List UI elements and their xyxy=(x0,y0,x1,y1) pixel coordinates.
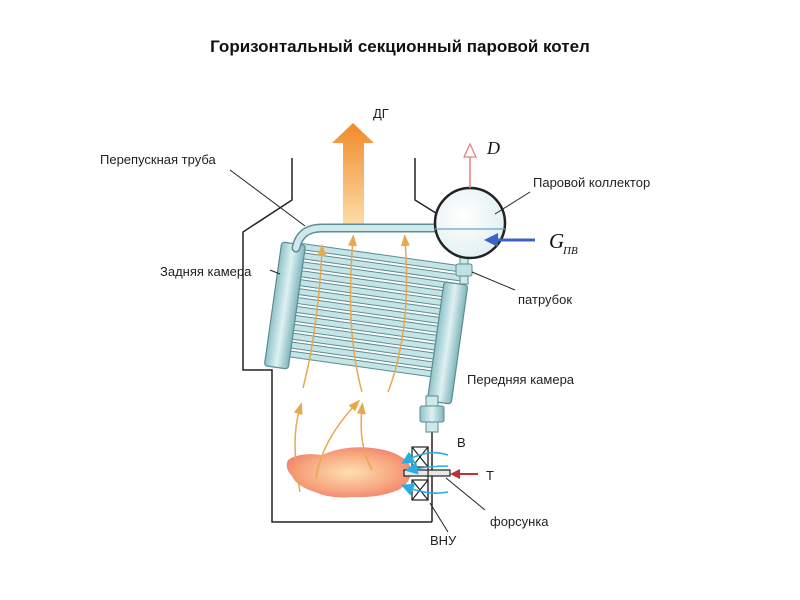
nozzle-pipe-label: патрубок xyxy=(518,292,572,307)
feedwater-subscript: ПВ xyxy=(562,245,578,257)
heat-flow-arrow xyxy=(293,402,303,493)
flue-gas-arrow xyxy=(332,123,374,232)
flue-gas-label: ДГ xyxy=(373,106,389,121)
heat-flow-arrow xyxy=(347,234,363,393)
rear-chamber-label: Задняя камера xyxy=(160,264,252,279)
air-guide-label: ВНУ xyxy=(430,533,457,548)
flame xyxy=(286,447,412,498)
air-flow-arrows xyxy=(401,451,449,496)
steam-collector-label: Паровой коллектор xyxy=(533,175,650,190)
front-chamber-neck xyxy=(425,395,439,407)
heat-flow-arrow xyxy=(302,244,327,389)
heat-flow-arrow xyxy=(315,399,361,479)
heat-flow-arrow xyxy=(356,402,373,471)
leader-lines xyxy=(229,169,531,533)
air-flow-arrow xyxy=(404,461,449,475)
heat-flow-arrows xyxy=(293,234,410,493)
rear-chamber xyxy=(264,241,306,370)
front-chamber-cap xyxy=(419,405,445,423)
bypass-pipe-label: Перепускная труба xyxy=(100,152,217,167)
feedwater-symbol: G xyxy=(549,229,564,253)
fuel-arrow xyxy=(450,469,478,479)
diagram-title: Горизонтальный секционный паровой котел xyxy=(210,37,590,56)
front-chamber xyxy=(427,281,469,405)
burner-nozzle xyxy=(403,469,451,477)
front-chamber-stub xyxy=(425,421,439,433)
fuel-label: Т xyxy=(486,468,494,483)
feedwater-arrow xyxy=(484,233,535,247)
steam-flow-symbol: D xyxy=(486,138,500,158)
steam-outlet-arrow xyxy=(462,142,478,188)
heat-flow-arrow xyxy=(387,234,410,393)
air-label: В xyxy=(457,435,466,450)
air-flow-arrow xyxy=(401,451,449,464)
burner-label: форсунка xyxy=(490,514,549,529)
steam-collector xyxy=(433,186,507,260)
air-flow-arrow xyxy=(401,483,449,496)
front-chamber-label: Передняя камера xyxy=(467,372,575,387)
